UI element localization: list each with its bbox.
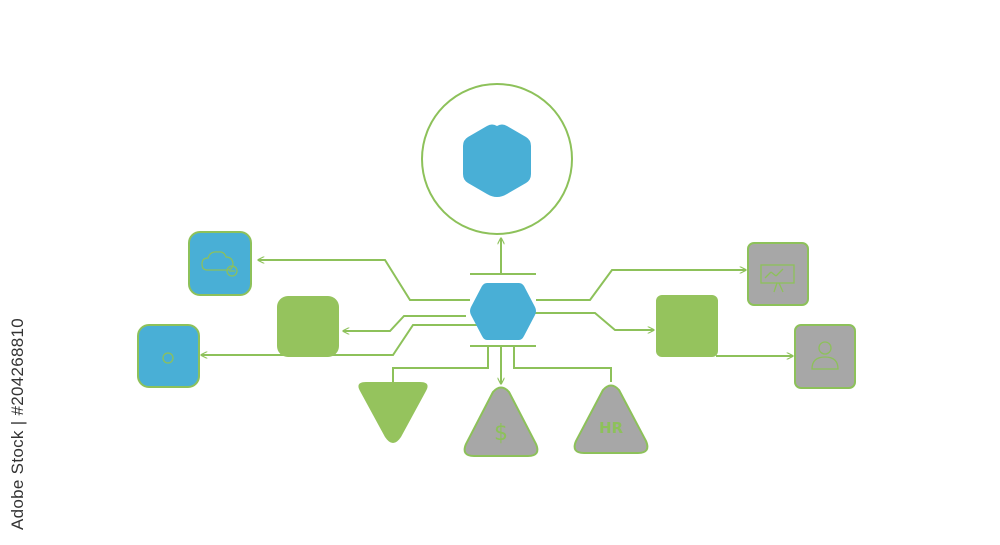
- cloud-box: [188, 231, 252, 296]
- dollar-triangle: [463, 386, 539, 457]
- connector-to-hr-triangle: [513, 346, 612, 382]
- hexagon-icon: [463, 124, 531, 197]
- central-hexagon: [470, 283, 536, 340]
- arrow-to-cloud-box: [258, 260, 470, 301]
- green-box-left: [277, 296, 339, 357]
- stock-id-text: Adobe Stock | #204268810: [8, 317, 27, 530]
- dot-box: [137, 324, 200, 388]
- green-box-right: [656, 295, 718, 357]
- dot-icon: [162, 352, 174, 364]
- arrow-to-green-box-right: [534, 312, 654, 330]
- presentation-board-icon: [760, 264, 795, 293]
- dollar-icon: $: [494, 421, 508, 446]
- arrow-to-green-box-left: [343, 315, 466, 331]
- connector-to-down-triangle: [392, 346, 489, 382]
- hr-icon: HR: [599, 419, 624, 437]
- cloud-icon: [201, 251, 238, 277]
- hr-triangle: [573, 384, 649, 454]
- down-triangle: [358, 382, 428, 443]
- arrow-to-presentation-box: [536, 270, 746, 301]
- user-icon: [811, 341, 839, 370]
- arrow-to-dot-box: [201, 324, 478, 355]
- connectors: [201, 238, 793, 384]
